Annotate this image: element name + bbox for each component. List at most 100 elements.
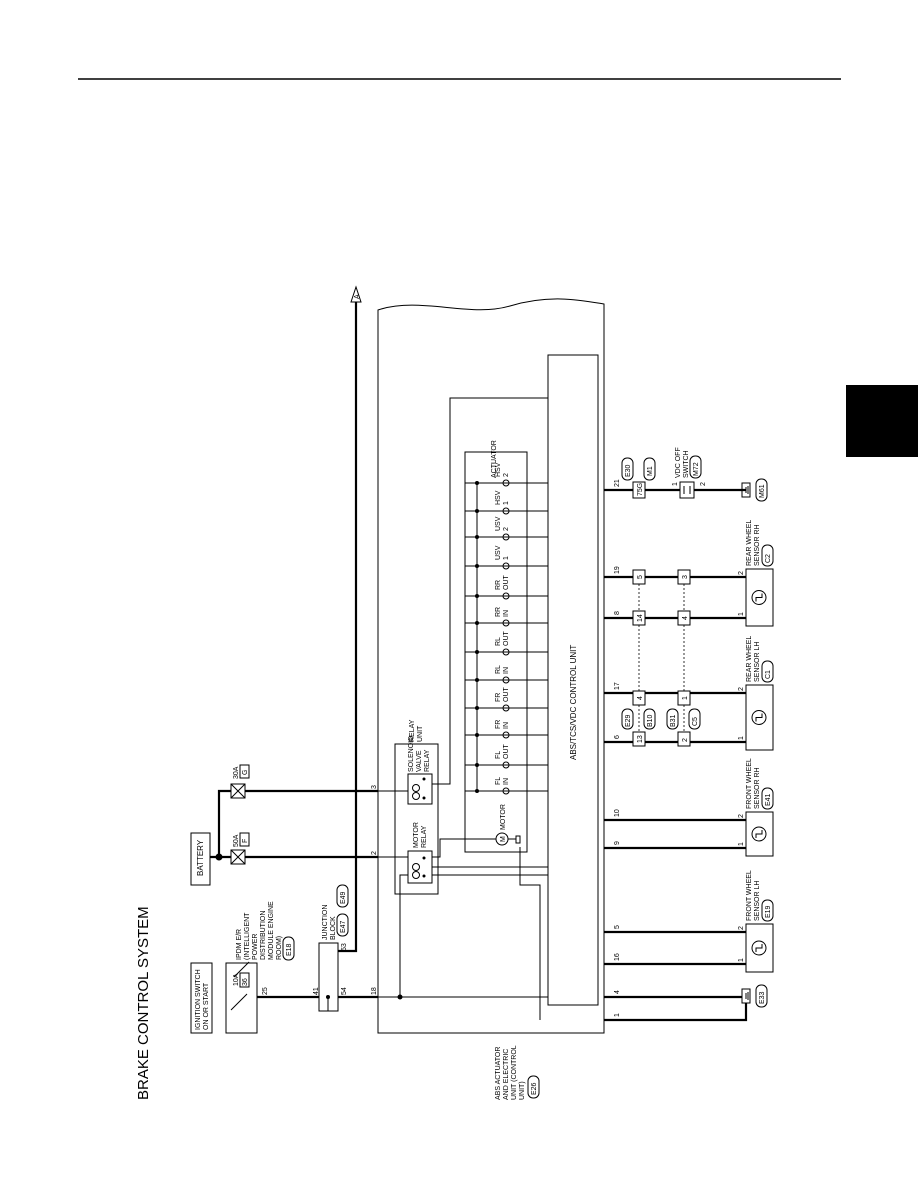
svg-text:BLOCK: BLOCK [330, 916, 337, 940]
pin-label: 17 [614, 682, 621, 690]
svg-text:SWITCH: SWITCH [683, 450, 690, 478]
sensor-name: REAR WHEEL [746, 520, 753, 566]
svg-text:USV: USV [495, 545, 502, 560]
svg-text:FL: FL [495, 777, 502, 785]
ipdm-connector: E18 [286, 943, 293, 956]
sensor-connector: E41 [765, 793, 772, 806]
svg-text:2: 2 [371, 851, 378, 855]
svg-text:IPDM E/R: IPDM E/R [236, 929, 243, 960]
svg-text:USV: USV [495, 516, 502, 531]
svg-text:C5: C5 [692, 717, 699, 726]
svg-text:FR: FR [495, 693, 502, 702]
pin-label: 6 [614, 735, 621, 739]
svg-text:1: 1 [738, 736, 745, 740]
ignition-switch: IGNITION SWITCH ON OR START [190, 962, 213, 1034]
svg-text:ROOM): ROOM) [276, 936, 283, 960]
svg-text:18: 18 [371, 987, 378, 995]
ground-e33: E33 [604, 984, 768, 1022]
svg-text:BATTERY: BATTERY [196, 839, 205, 876]
svg-text:HSV: HSV [495, 462, 502, 477]
svg-text:10A: 10A [233, 973, 240, 986]
svg-text:OUT: OUT [503, 744, 510, 760]
svg-text:1: 1 [672, 482, 679, 486]
svg-text:M61: M61 [759, 484, 766, 498]
fuse-50a: 50A F [230, 832, 250, 865]
control-unit-box [547, 354, 599, 1006]
abs-unit-name: ABS ACTUATOR [495, 1047, 502, 1100]
svg-text:A: A [354, 294, 361, 299]
svg-text:14: 14 [637, 614, 644, 622]
control-unit-label: ABS/TCS/VDC CONTROL UNIT [569, 645, 578, 760]
svg-text:2: 2 [503, 527, 510, 531]
svg-text:IN: IN [503, 722, 510, 729]
svg-text:M72: M72 [693, 462, 700, 476]
pump-motor: M MOTOR [495, 804, 521, 846]
svg-text:3: 3 [371, 785, 378, 789]
svg-text:IN: IN [503, 778, 510, 785]
pin-label: 9 [614, 841, 621, 845]
svg-text:E49: E49 [340, 891, 347, 904]
svg-text:MOTOR: MOTOR [413, 822, 420, 848]
svg-text:2: 2 [738, 687, 745, 691]
abs-unit-connector: E26 [531, 1082, 538, 1095]
svg-text:IN: IN [503, 667, 510, 674]
svg-text:RELAY: RELAY [421, 825, 428, 848]
svg-text:54: 54 [341, 987, 348, 995]
svg-text:2: 2 [738, 814, 745, 818]
svg-text:VALVE: VALVE [416, 750, 423, 772]
sensor-name: FRONT WHEEL [746, 758, 753, 809]
svg-text:IN: IN [503, 610, 510, 617]
svg-text:UNIT: UNIT [417, 725, 424, 742]
svg-text:FR: FR [495, 720, 502, 729]
side-tab [846, 385, 918, 457]
svg-text:E33: E33 [759, 991, 766, 1004]
vdc-off-switch: 75G E30 M1 1 2 VDC OFF SWITCH M72 M61 [604, 447, 768, 502]
svg-text:SENSOR LH: SENSOR LH [754, 642, 761, 682]
svg-text:1: 1 [503, 501, 510, 505]
svg-text:JUNCTION: JUNCTION [322, 905, 329, 940]
svg-text:4: 4 [682, 616, 689, 620]
svg-text:UNIT (CONTROL: UNIT (CONTROL [511, 1045, 518, 1100]
junction-block: JUNCTION BLOCK E47 E49 41 54 53 [313, 884, 349, 1012]
pin-label: 16 [614, 953, 621, 961]
svg-text:M1: M1 [647, 466, 654, 476]
page-title: BRAKE CONTROL SYSTEM [135, 906, 152, 1100]
svg-text:MODULE ENGINE: MODULE ENGINE [268, 901, 275, 960]
svg-text:SENSOR RH: SENSOR RH [754, 524, 761, 566]
svg-text:2: 2 [682, 738, 689, 742]
svg-text:1: 1 [503, 556, 510, 560]
svg-text:E29: E29 [625, 714, 632, 727]
fuse-30a: 30A G [230, 764, 250, 799]
svg-text:OUT: OUT [503, 687, 510, 703]
pin-label: 10 [614, 809, 621, 817]
svg-text:RR: RR [495, 580, 502, 590]
svg-text:G: G [242, 770, 249, 775]
svg-text:1: 1 [682, 696, 689, 700]
svg-text:5: 5 [637, 575, 644, 579]
svg-text:FL: FL [495, 751, 502, 759]
svg-text:M: M [500, 836, 507, 842]
svg-text:1: 1 [738, 842, 745, 846]
svg-text:41: 41 [313, 987, 320, 995]
svg-text:B10: B10 [647, 714, 654, 727]
svg-text:2: 2 [738, 571, 745, 575]
pin-label: 5 [614, 925, 621, 929]
pin-label: 21 [614, 479, 621, 487]
svg-text:SENSOR LH: SENSOR LH [754, 881, 761, 921]
svg-text:30A: 30A [233, 766, 240, 779]
svg-text:1: 1 [738, 958, 745, 962]
svg-text:2: 2 [700, 482, 707, 486]
pin-label: 4 [614, 990, 621, 994]
